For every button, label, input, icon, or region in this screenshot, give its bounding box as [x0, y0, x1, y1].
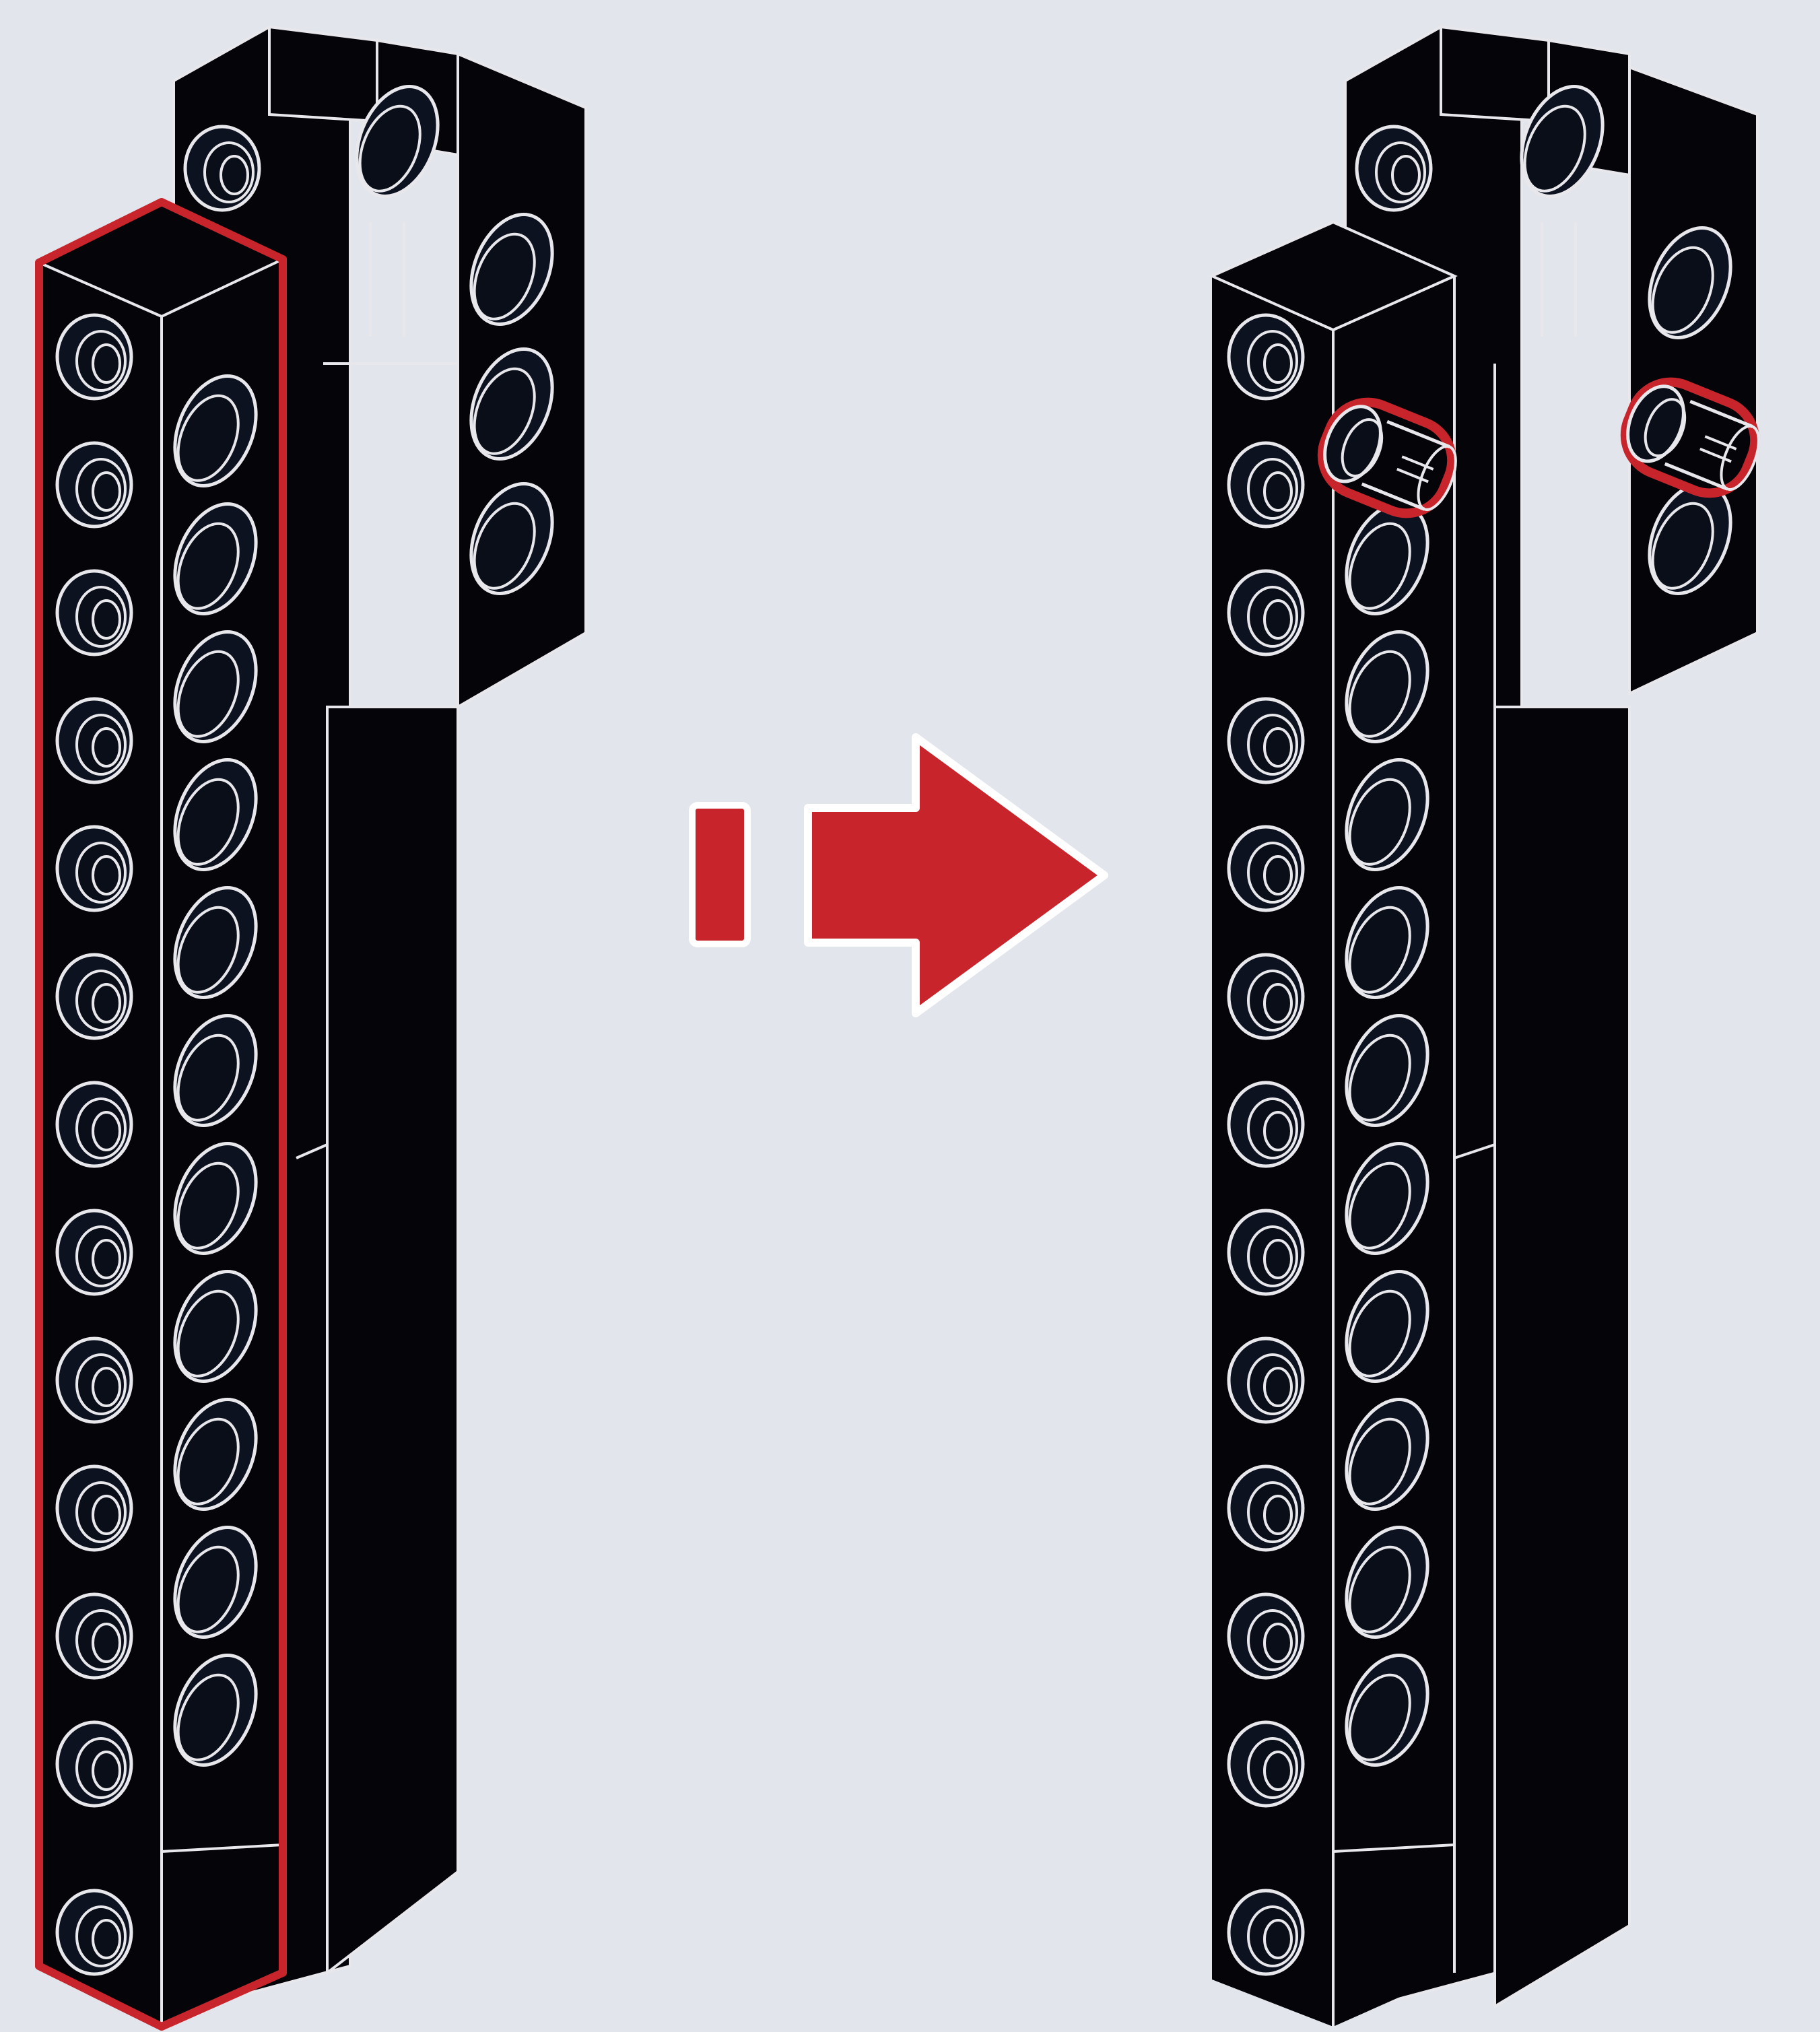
- rear-hole: [185, 127, 259, 210]
- after-assembly: [1212, 27, 1772, 2027]
- before-assembly: [39, 27, 586, 2027]
- step-arrow-icon: [692, 737, 1104, 1013]
- technic-beam-highlighted: [39, 202, 283, 2027]
